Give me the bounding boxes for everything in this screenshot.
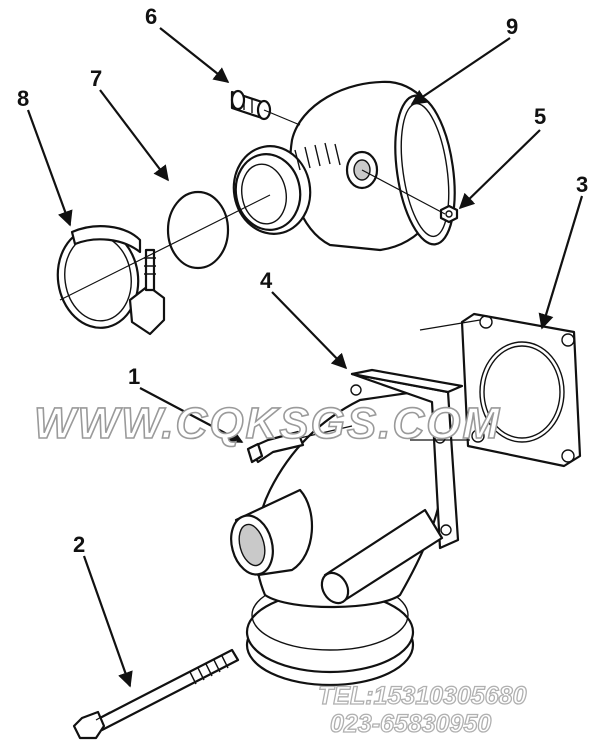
watermark-site: WWW.CQKSGS.COM <box>34 399 501 448</box>
part-1-bolt <box>246 430 305 464</box>
part-9-elbow-housing <box>232 80 456 252</box>
callout-4: 4 <box>260 268 273 293</box>
callout-2: 2 <box>73 532 85 557</box>
callout-9: 9 <box>506 14 518 39</box>
part-2-long-bolt <box>72 648 240 740</box>
part-7-o-ring <box>166 190 230 270</box>
callout-3: 3 <box>576 172 588 197</box>
part-5-nut <box>439 204 459 224</box>
leader-arrows <box>26 27 584 688</box>
watermark-tel: TEL:15310305680 <box>318 682 527 710</box>
watermark-phone: 023-65830950 <box>330 710 491 738</box>
callout-5: 5 <box>534 104 546 129</box>
part-8-clamp <box>56 225 166 336</box>
callout-6: 6 <box>145 4 157 29</box>
part-4-housing <box>230 368 464 687</box>
assembly-axis-lines <box>59 109 481 721</box>
callout-1: 1 <box>128 364 140 389</box>
callout-8: 8 <box>17 86 29 111</box>
callout-7: 7 <box>90 66 102 91</box>
part-6-fitting <box>230 89 272 121</box>
part-3-gasket <box>460 312 582 468</box>
